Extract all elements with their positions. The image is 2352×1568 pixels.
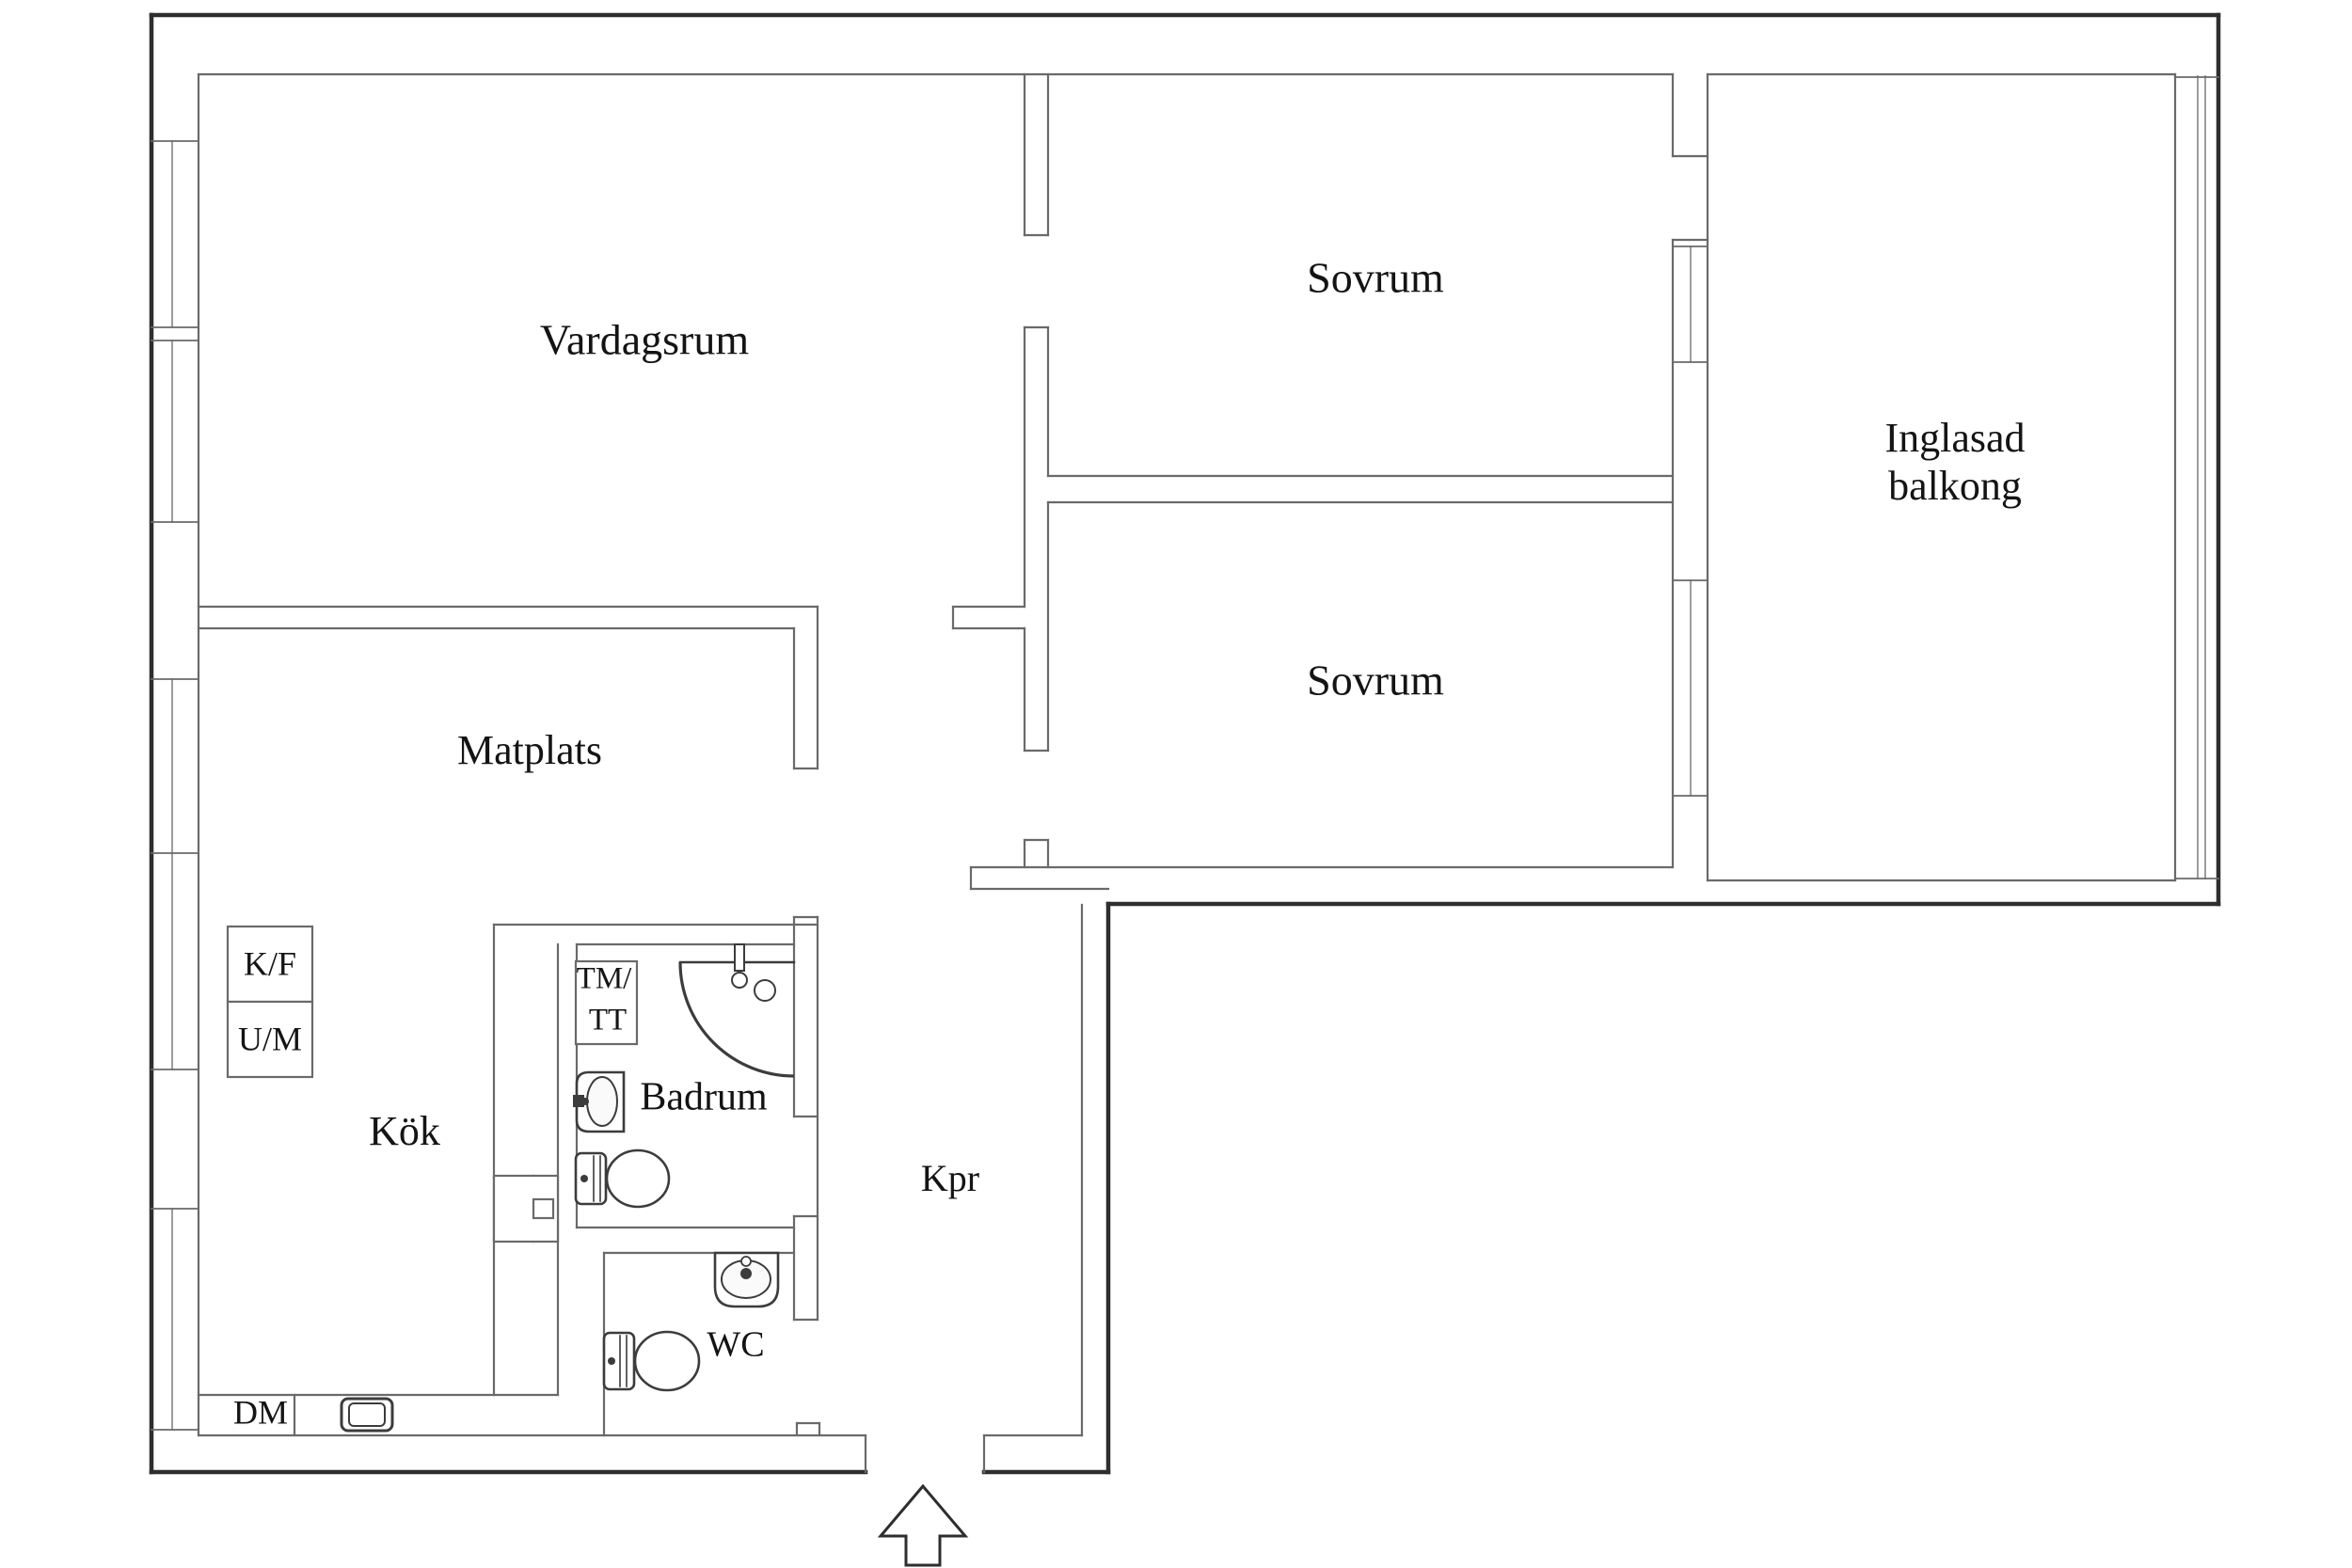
bathroom-sink-basin xyxy=(586,1076,618,1127)
room-label-balkong-1: Inglasad xyxy=(1884,415,2025,461)
room-label-dm: DM xyxy=(233,1393,288,1431)
bathroom-sink-tap-dot xyxy=(581,1098,589,1105)
room-label-kok: Kök xyxy=(369,1108,440,1154)
kitchen-sink-icon xyxy=(340,1397,394,1433)
wc-sink-tap xyxy=(740,1256,752,1267)
room-label-kpr: Kpr xyxy=(921,1157,979,1199)
fan-outlet-box xyxy=(532,1197,555,1220)
room-label-tm: TM/ xyxy=(577,962,633,996)
bathroom-sink-tap xyxy=(573,1095,584,1107)
bathroom-toilet-icon-tank xyxy=(574,1151,608,1206)
room-label-sovrum-1: Sovrum xyxy=(1307,254,1444,302)
shower-mixer-icon xyxy=(734,943,745,972)
fridge-freezer-box xyxy=(226,925,314,1004)
oven-microwave-box xyxy=(226,1000,314,1079)
wc-sink-tap-drop xyxy=(740,1268,752,1279)
wc-toilet-icon-bowl xyxy=(633,1330,701,1392)
room-label-sovrum-2: Sovrum xyxy=(1307,657,1444,705)
room-label-vardagsrum: Vardagsrum xyxy=(540,316,749,364)
washer-dryer-box xyxy=(574,959,639,1046)
bathroom-toilet-icon-bowl xyxy=(605,1148,671,1209)
bathroom-toilet-icon-flush-dot xyxy=(580,1175,588,1182)
kitchen-sink-basin xyxy=(348,1402,386,1427)
room-label-um: U/M xyxy=(238,1020,302,1057)
wc-toilet-icon-flush-dot xyxy=(608,1357,615,1365)
room-label-kf: K/F xyxy=(244,944,296,982)
entrance-arrow-icon xyxy=(877,1483,969,1567)
shower-head-icon xyxy=(731,972,748,989)
shower-drain-icon xyxy=(754,979,776,1002)
room-label-balkong-2: balkong xyxy=(1888,463,2022,509)
room-label-wc: WC xyxy=(707,1325,764,1365)
room-label-matplats: Matplats xyxy=(457,727,602,773)
room-label-tt: TT xyxy=(589,1004,627,1037)
shower-curtain-arc xyxy=(678,961,795,1078)
room-label-badrum: Badrum xyxy=(640,1076,768,1119)
